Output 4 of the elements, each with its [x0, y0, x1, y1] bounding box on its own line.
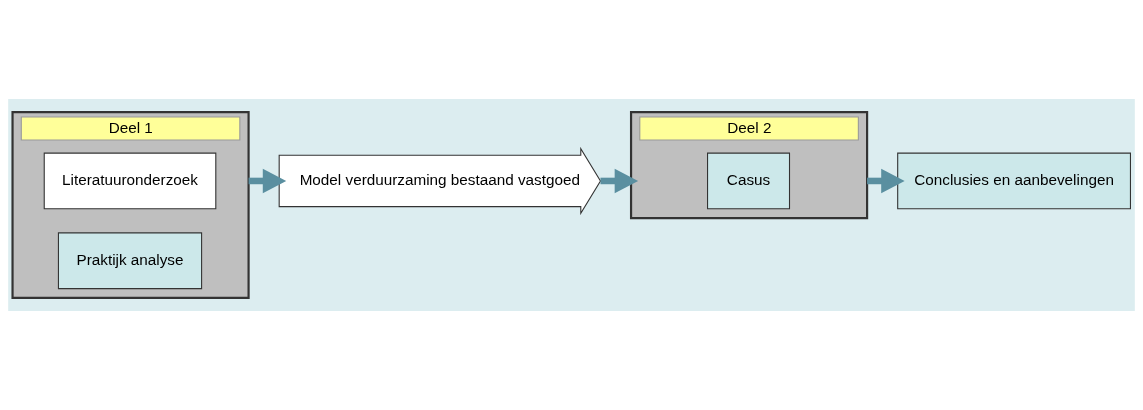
node-box: Praktijk analyse [57, 232, 203, 290]
node-box: Literatuuronderzoek [43, 152, 217, 210]
node-box: Conclusies en aanbevelingen [897, 152, 1131, 210]
node-box: Casus [707, 152, 791, 210]
